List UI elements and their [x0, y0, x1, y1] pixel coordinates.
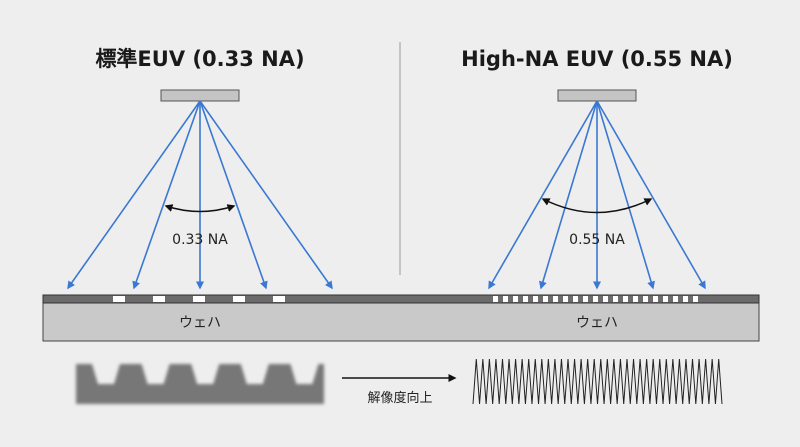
coarse-pattern-profile: [76, 364, 324, 404]
resist-opening: [643, 296, 648, 302]
resist-opening: [153, 296, 165, 302]
resist-opening: [693, 296, 698, 302]
left-rays: [67, 100, 333, 290]
resist-opening: [533, 296, 538, 302]
resist-opening: [193, 296, 205, 302]
resist-opening: [553, 296, 558, 302]
resist-opening: [503, 296, 508, 302]
right-resist-pattern: [493, 296, 698, 302]
light-ray: [596, 100, 655, 290]
right-angle-arc: [541, 198, 653, 214]
light-ray: [596, 100, 706, 290]
resist-opening: [523, 296, 528, 302]
light-ray: [488, 100, 598, 290]
resist-opening: [683, 296, 688, 302]
light-ray: [132, 100, 201, 290]
left-title: 標準EUV (0.33 NA): [95, 47, 304, 71]
resist-opening: [563, 296, 568, 302]
resist-opening: [603, 296, 608, 302]
right-rays: [488, 100, 706, 290]
resist-layer: [42, 294, 760, 304]
resist-opening: [113, 296, 125, 302]
resist-opening: [233, 296, 245, 302]
resist-opening: [273, 296, 285, 302]
light-ray: [199, 100, 268, 290]
left-wafer-label: ウェハ: [179, 315, 221, 331]
resist-opening: [543, 296, 548, 302]
fine-pattern-profile: [472, 358, 723, 405]
resist-opening: [623, 296, 628, 302]
resist-opening: [573, 296, 578, 302]
left-angle-arc: [164, 204, 236, 213]
resist-opening: [513, 296, 518, 302]
left-optics: [160, 89, 240, 102]
left-na-label: 0.33 NA: [172, 232, 228, 248]
right-wafer-label: ウェハ: [576, 315, 618, 331]
resist-opening: [673, 296, 678, 302]
wafer: [42, 302, 760, 342]
right-optics: [557, 89, 637, 102]
resist-opening: [493, 296, 498, 302]
light-ray: [67, 100, 201, 290]
resist-opening: [593, 296, 598, 302]
resist-opening: [613, 296, 618, 302]
right-title: High-NA EUV (0.55 NA): [461, 47, 733, 71]
light-ray: [199, 100, 333, 290]
left-resist-pattern: [113, 296, 285, 302]
resist-opening: [653, 296, 658, 302]
improvement-label: 解像度向上: [367, 390, 432, 406]
resist-opening: [633, 296, 638, 302]
resist-opening: [663, 296, 668, 302]
right-na-label: 0.55 NA: [569, 232, 625, 248]
resist-opening: [583, 296, 588, 302]
light-ray: [539, 100, 598, 290]
